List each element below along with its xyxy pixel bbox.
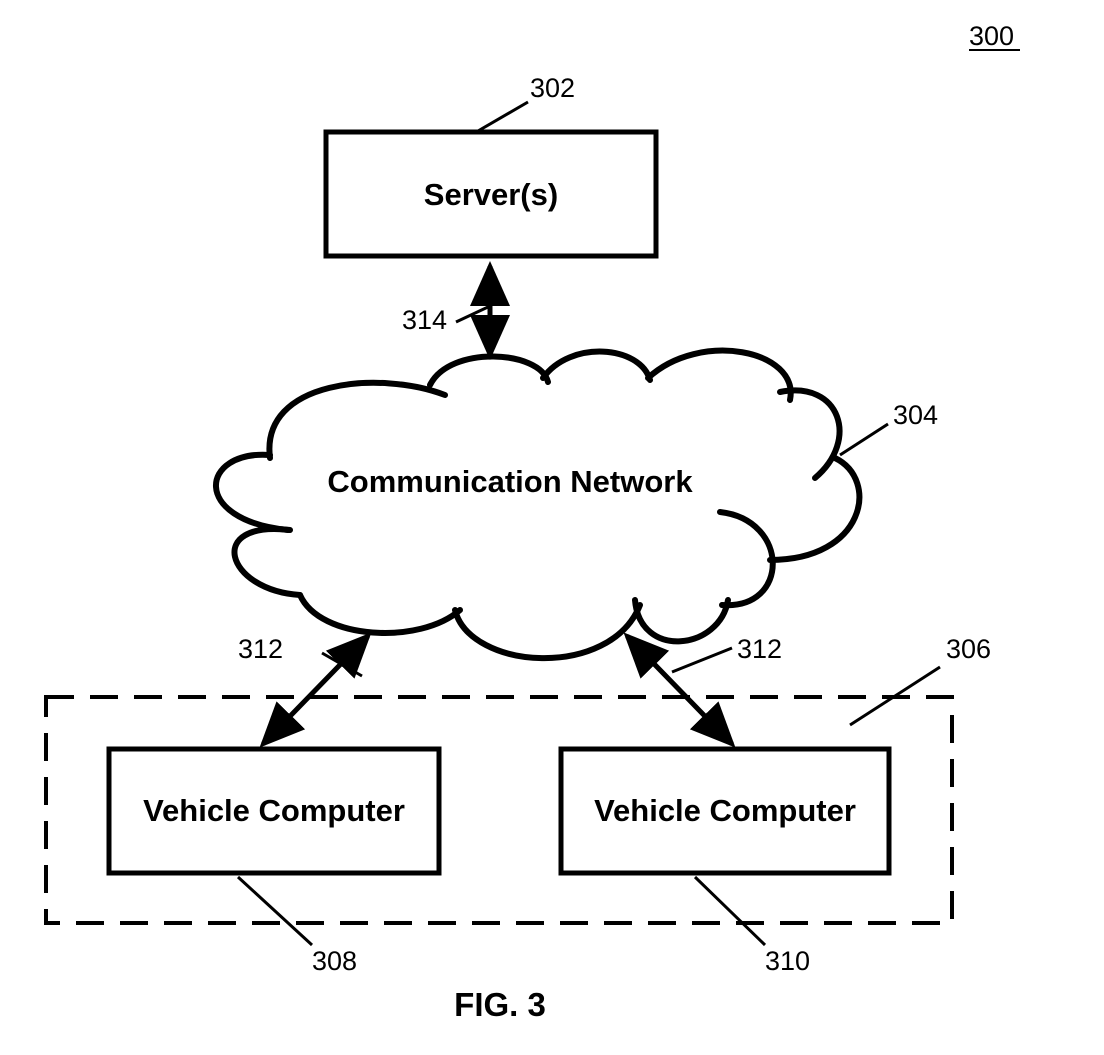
network-vehicle-right-link	[623, 632, 736, 748]
server-label: Server(s)	[424, 177, 558, 212]
network-vehicle-left-link	[259, 632, 372, 748]
figure-caption: FIG. 3	[454, 986, 546, 1023]
right-link-ref: 312	[737, 634, 782, 664]
vehicle-computer-right-label: Vehicle Computer	[594, 793, 856, 828]
server-ref: 302	[530, 73, 575, 103]
vehicle-group-box	[44, 695, 954, 925]
server-link-ref: 314	[402, 305, 447, 335]
server-ref-leader	[477, 100, 529, 133]
vehicle-right-ref-leader	[693, 875, 767, 947]
vehicle-left-ref-leader	[236, 875, 314, 947]
network-ref-leader	[839, 422, 889, 457]
server-link-ref-leader	[455, 305, 489, 324]
left-link-ref-leader	[321, 651, 363, 678]
vehicle-computer-left-box	[106, 746, 442, 876]
right-link-ref-leader	[671, 646, 733, 674]
vehicle-group-ref: 306	[946, 634, 991, 664]
vehicle-computer-right-box	[558, 746, 892, 876]
network-cloud	[213, 347, 863, 662]
vehicle-left-ref: 308	[312, 946, 357, 976]
network-label: Communication Network	[327, 464, 693, 499]
server-box	[323, 129, 659, 259]
vehicle-group-ref-leader	[849, 665, 941, 727]
vehicle-computer-left-label: Vehicle Computer	[143, 793, 405, 828]
network-ref: 304	[893, 400, 938, 430]
figure-ref-number: 300	[969, 21, 1014, 51]
vehicle-right-ref: 310	[765, 946, 810, 976]
left-link-ref: 312	[238, 634, 283, 664]
